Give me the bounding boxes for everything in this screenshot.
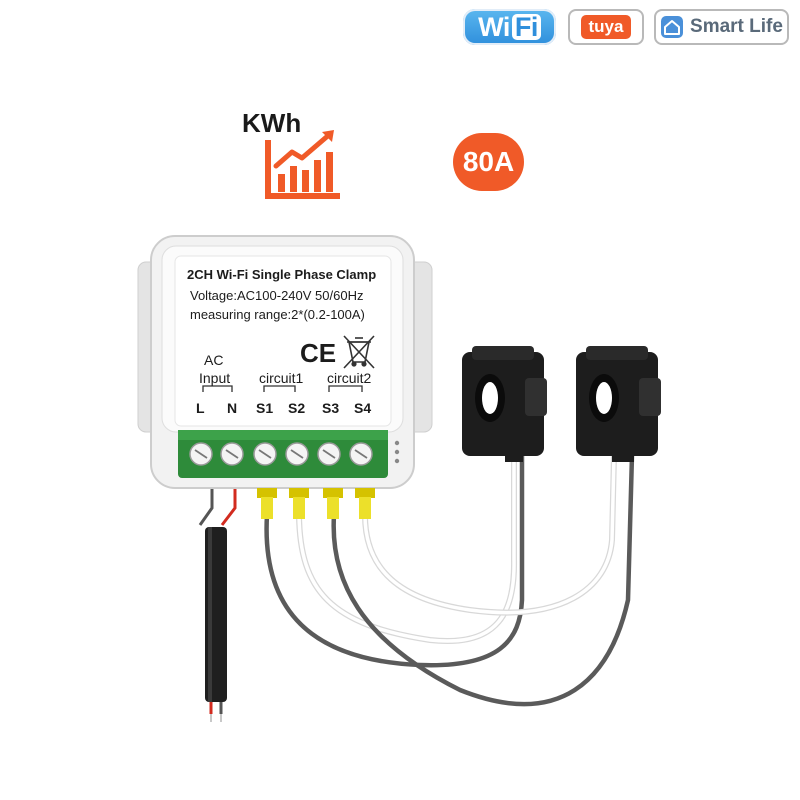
device-voltage: Voltage:AC100-240V 50/60Hz <box>190 288 364 303</box>
smart-life-label: Smart Life <box>690 16 783 37</box>
crossed-bin-icon <box>343 335 375 369</box>
relay-module: CE <box>137 235 433 489</box>
terminal-label-S3: S3 <box>322 400 340 416</box>
terminal-label-S4: S4 <box>354 400 372 416</box>
terminal-label-N: N <box>227 400 238 416</box>
tuya-logo-icon: tuya <box>580 15 632 39</box>
tuya-badge: tuya <box>568 9 644 45</box>
power-cable <box>198 470 237 722</box>
terminal-label-S2: S2 <box>288 400 306 416</box>
rising-chart-icon <box>265 130 340 199</box>
current-clamp-2 <box>576 346 661 462</box>
device-title: 2CH Wi-Fi Single Phase Clamp <box>187 267 377 282</box>
terminal-label-S1: S1 <box>256 400 274 416</box>
ac-input-label-1: AC <box>204 352 224 368</box>
current-clamp-1 <box>462 346 547 462</box>
ac-input-label-2: Input <box>199 370 231 386</box>
terminal-label-L: L <box>196 400 205 416</box>
ce-mark-icon: CE <box>300 338 336 368</box>
svg-text:CE: CE <box>300 338 336 368</box>
home-icon <box>661 16 684 38</box>
device-measuring-range: measuring range:2*(0.2-100A) <box>190 307 365 322</box>
amp-rating-badge: 80A <box>453 133 524 191</box>
circuit1-label: circuit1 <box>259 370 304 386</box>
smart-life-badge: Smart Life <box>654 9 789 45</box>
ct-connectors <box>257 488 375 519</box>
energy-unit-label: KWh <box>242 108 302 138</box>
circuit2-label: circuit2 <box>327 370 372 386</box>
